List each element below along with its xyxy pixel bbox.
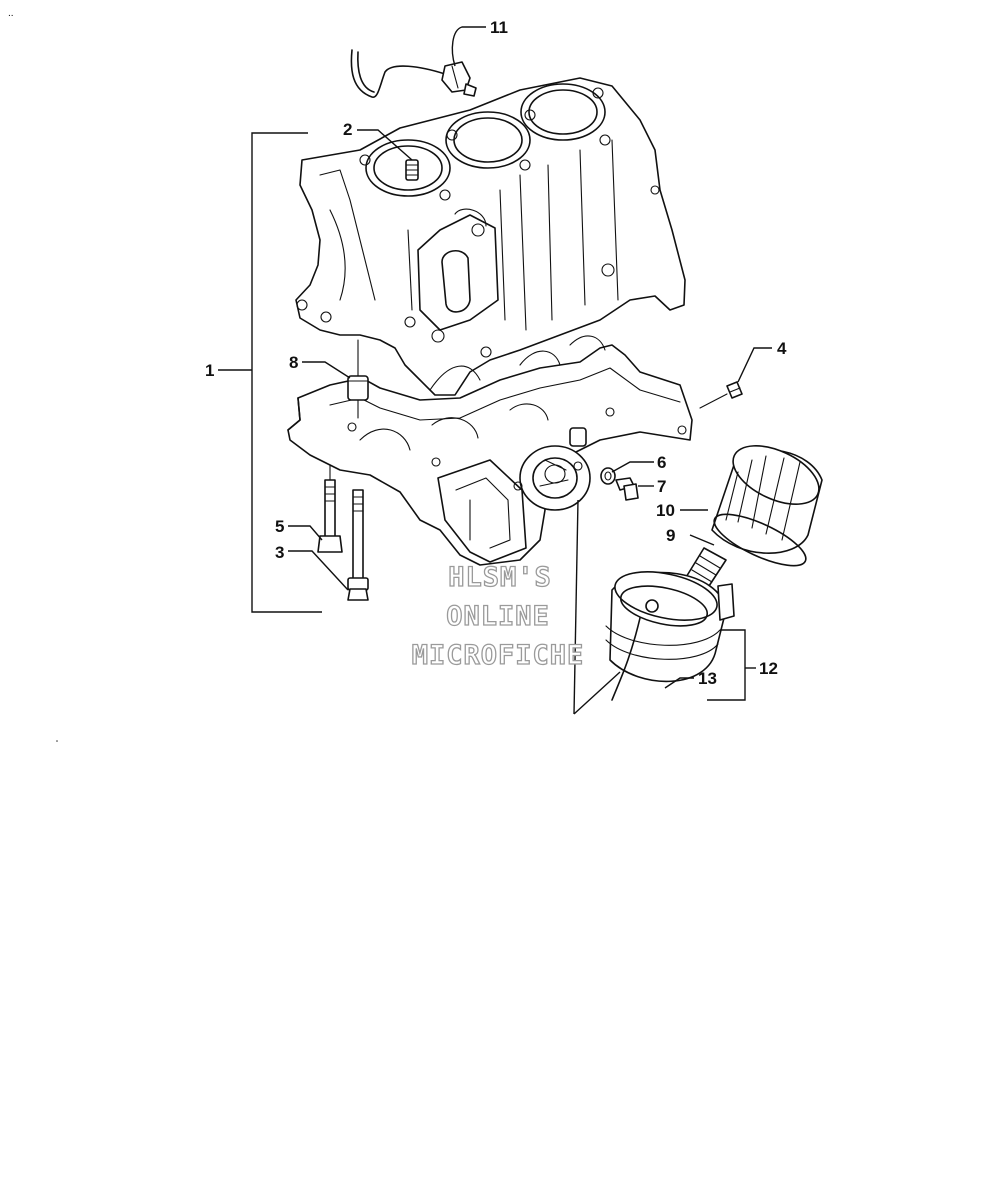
plug-part <box>699 381 743 409</box>
cylinder-block-part <box>295 77 686 396</box>
callout-bracket-1 <box>218 132 322 613</box>
knock-sensor-part <box>350 49 477 98</box>
dowel-pin-part <box>347 339 369 419</box>
callout-11: 11 <box>490 18 508 37</box>
oil-filter-part <box>711 445 823 567</box>
callout-9: 9 <box>666 526 675 545</box>
crankcase-part <box>287 335 693 566</box>
assembly-leader-lines <box>573 499 621 715</box>
watermark-line-1: HLSM'S <box>448 562 552 593</box>
callout-1: 1 <box>205 361 214 380</box>
crankcase-bolt-long <box>347 489 369 601</box>
oil-cooler-part <box>605 571 735 701</box>
callout-8: 8 <box>289 353 298 372</box>
callout-10: 10 <box>656 501 675 520</box>
bolt-part <box>615 477 639 501</box>
callout-2: 2 <box>343 120 352 139</box>
callout-4: 4 <box>777 339 787 358</box>
callout-3: 3 <box>275 543 284 562</box>
callout-12: 12 <box>759 659 778 678</box>
washer-part <box>600 467 616 485</box>
watermark-line-2: ONLINE <box>446 601 550 632</box>
leader-lines <box>288 26 772 689</box>
corner-mark: .. <box>8 8 14 19</box>
callout-bracket-12 <box>707 629 756 701</box>
callout-13: 13 <box>698 669 717 688</box>
stray-dot <box>56 740 58 742</box>
callout-6: 6 <box>657 453 666 472</box>
watermark: HLSM'S ONLINE MICROFICHE <box>411 561 585 671</box>
callout-5: 5 <box>275 517 284 536</box>
crankcase-bolt-short <box>317 464 343 553</box>
watermark-line-3: MICROFICHE <box>412 640 585 671</box>
callout-7: 7 <box>657 477 666 496</box>
